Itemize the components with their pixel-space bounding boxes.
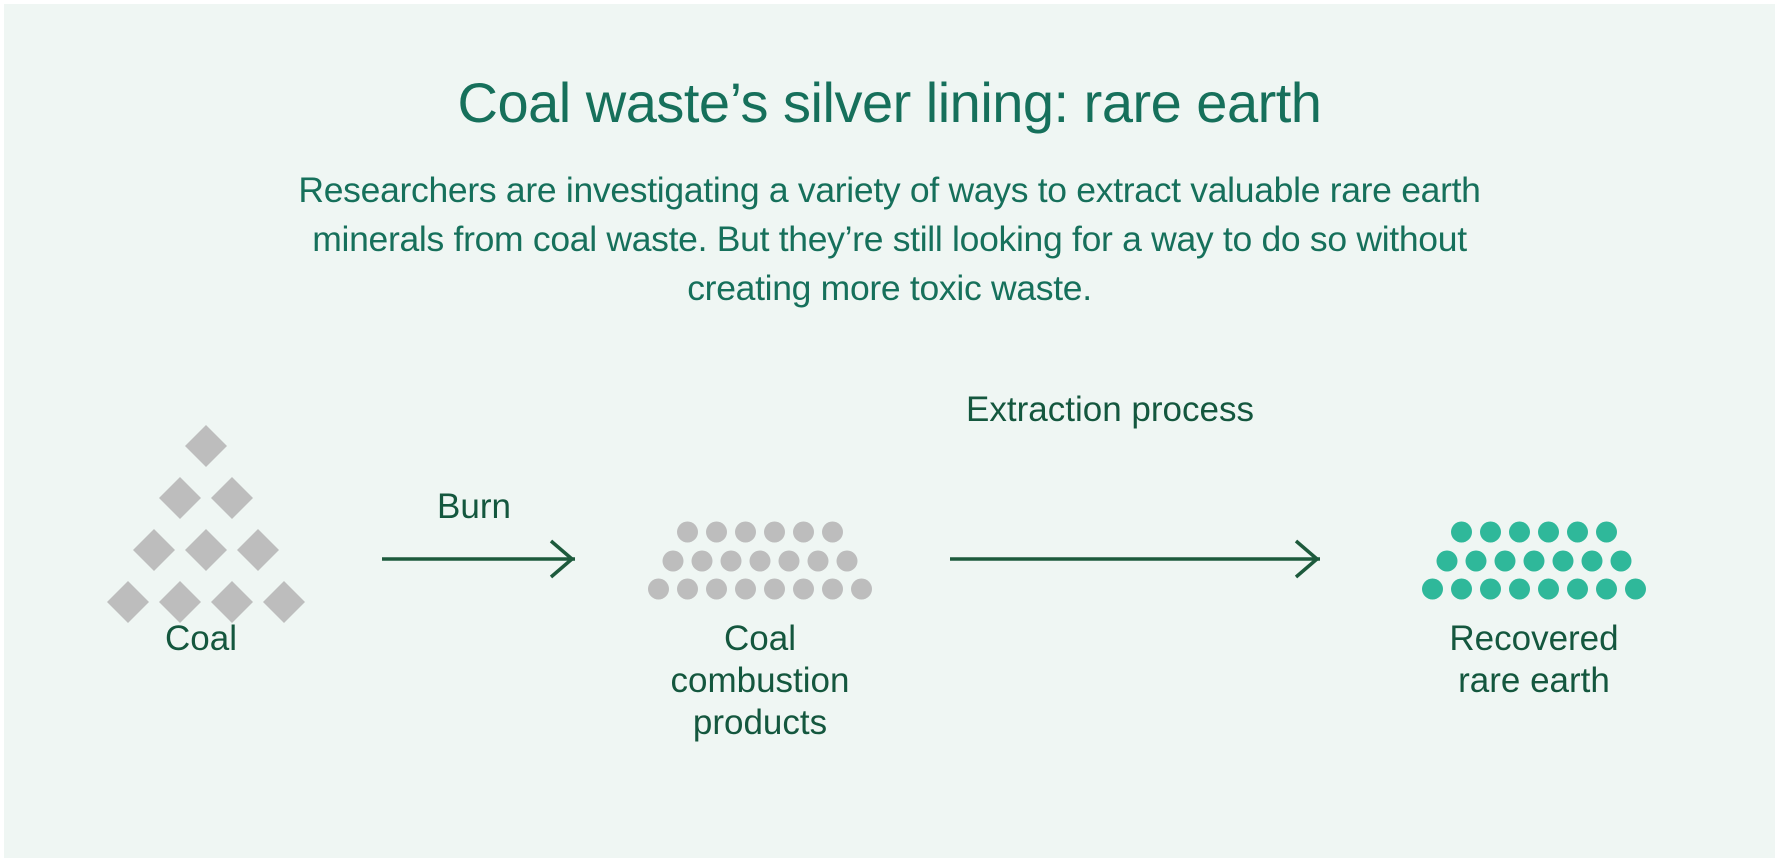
pile-dot xyxy=(836,550,858,572)
pile-dot xyxy=(1596,521,1617,543)
coal-diamond xyxy=(185,529,227,571)
pile-dot xyxy=(706,521,727,543)
pile-dot xyxy=(793,578,814,600)
pile-dot xyxy=(1480,521,1501,543)
pile-dot xyxy=(691,550,713,572)
diagram-background xyxy=(4,4,1775,858)
coal-diamond xyxy=(211,581,253,623)
pile-dot xyxy=(1509,578,1530,600)
pile-dot xyxy=(1538,578,1559,600)
pile-dot xyxy=(1581,550,1603,572)
extraction-label: Extraction process xyxy=(966,390,1254,429)
coal-diamond xyxy=(159,477,201,519)
coal-label: Coal xyxy=(165,619,237,658)
pile-dot xyxy=(677,578,698,600)
pile-dot xyxy=(764,521,785,543)
pile-dot xyxy=(822,521,843,543)
coal-diamond xyxy=(263,581,305,623)
pile-dot xyxy=(749,550,771,572)
pile-dot xyxy=(662,550,684,572)
coal-diamond xyxy=(237,529,279,571)
pile-dot xyxy=(677,521,698,543)
pile-dot xyxy=(1480,578,1501,600)
pile-dot xyxy=(1567,578,1588,600)
pile-dot xyxy=(1509,521,1530,543)
coal-diamond xyxy=(107,581,149,623)
coal-diamond-pile-icon xyxy=(107,425,305,623)
pile-dot xyxy=(735,521,756,543)
pile-dot xyxy=(720,550,742,572)
burn-label: Burn xyxy=(437,487,511,526)
pile-dot xyxy=(822,578,843,600)
rare-earth-dot-pile-icon xyxy=(1422,521,1646,600)
pile-dot xyxy=(1552,550,1574,572)
burn-arrow-icon xyxy=(382,539,575,579)
coal-diamond xyxy=(159,581,201,623)
diagram-title: Coal waste’s silver lining: rare earth xyxy=(457,71,1322,134)
pile-dot xyxy=(1436,550,1458,572)
pile-dot xyxy=(735,578,756,600)
pile-dot xyxy=(807,550,829,572)
pile-dot xyxy=(648,578,669,600)
coal-diamond xyxy=(133,529,175,571)
combustion-products-label: Coal combustion products xyxy=(670,619,850,742)
pile-dot xyxy=(1538,521,1559,543)
pile-dot xyxy=(1625,578,1646,600)
coal-diamond xyxy=(211,477,253,519)
pile-dot xyxy=(1596,578,1617,600)
extraction-arrow-icon xyxy=(950,539,1320,579)
pile-dot xyxy=(1494,550,1516,572)
rare-earth-label: Recovered rare earth xyxy=(1449,619,1619,700)
diagram-subtitle: Researchers are investigating a variety … xyxy=(298,170,1481,308)
pile-dot xyxy=(778,550,800,572)
coal-diamond xyxy=(185,425,227,467)
pile-dot xyxy=(851,578,872,600)
pile-dot xyxy=(1451,521,1472,543)
pile-dot xyxy=(1610,550,1632,572)
combustion-products-dot-pile-icon xyxy=(648,521,872,600)
pile-dot xyxy=(1422,578,1443,600)
pile-dot xyxy=(1523,550,1545,572)
pile-dot xyxy=(1465,550,1487,572)
pile-dot xyxy=(1451,578,1472,600)
pile-dot xyxy=(1567,521,1588,543)
pile-dot xyxy=(793,521,814,543)
pile-dot xyxy=(706,578,727,600)
pile-dot xyxy=(764,578,785,600)
